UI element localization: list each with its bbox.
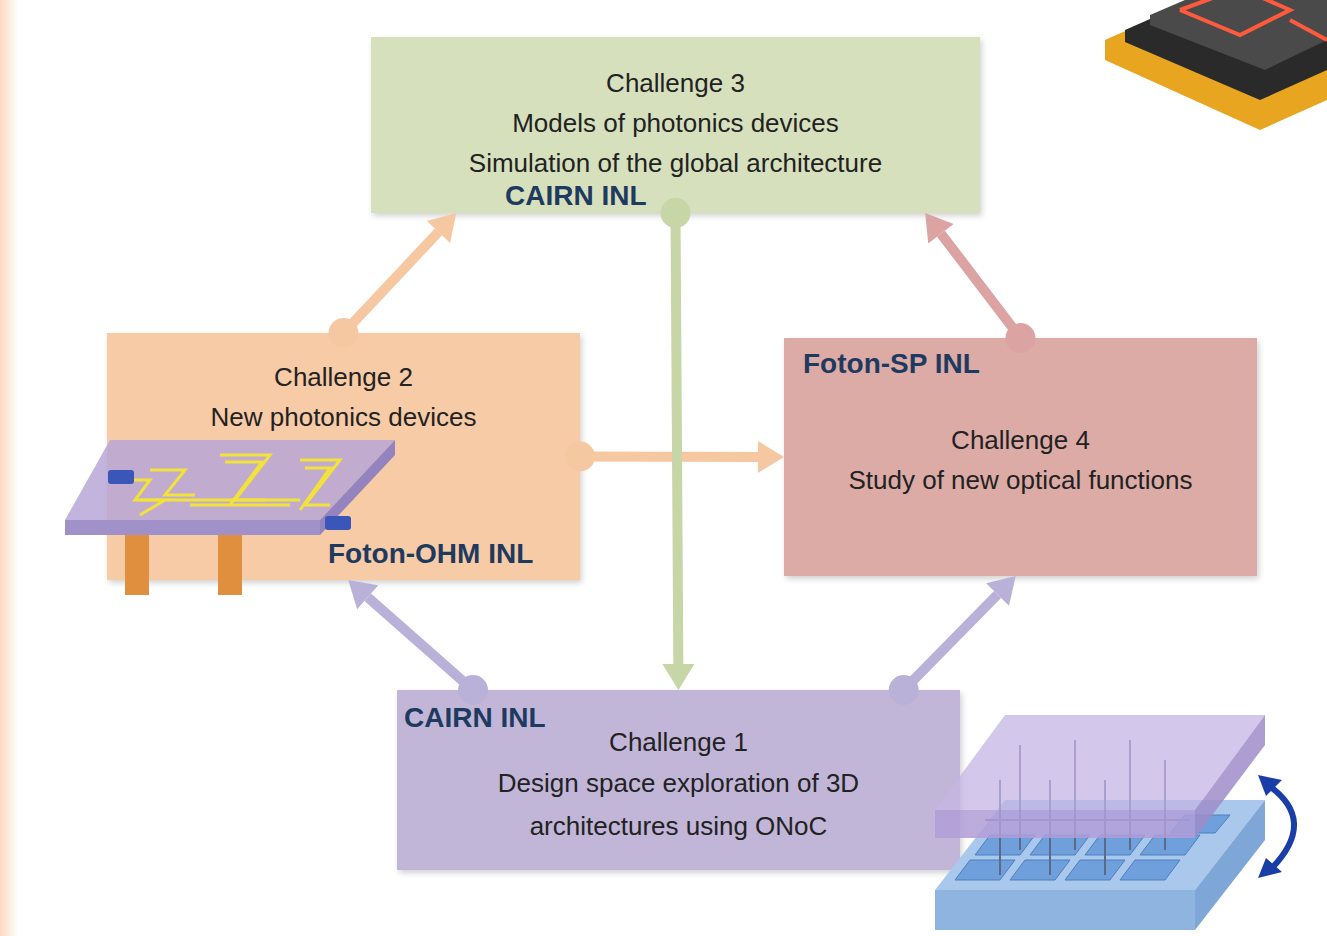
photonic-device [65, 440, 395, 595]
challenge-title: Challenge 4 [794, 424, 1247, 457]
arrow-origin-dot [565, 442, 595, 472]
flow-arrow [925, 213, 1035, 353]
arrow-head [758, 441, 784, 473]
challenge-description: New photonics devices [117, 401, 570, 434]
challenge-box: Foton-SP INL Challenge 4 Study of new opti… [784, 338, 1257, 576]
lab-name: CAIRN INL [505, 178, 647, 213]
arrow-shaft [904, 595, 998, 690]
arrow-origin-dot [661, 198, 691, 228]
3d-stack [935, 715, 1294, 930]
lab-name: Foton-SP INL [803, 346, 980, 381]
challenge-title: Challenge 1 [407, 726, 950, 759]
challenge-description: Simulation of the global architecture [381, 147, 970, 180]
arrow-shaft [368, 597, 473, 690]
arrow-shaft [676, 213, 679, 664]
challenge-description: Design space exploration of 3D architect… [459, 762, 899, 848]
challenge-title: Challenge 3 [381, 67, 970, 100]
arrow-shaft [941, 234, 1021, 338]
background-strip [0, 0, 18, 936]
flow-arrow [661, 198, 695, 690]
arrow-head [348, 580, 378, 609]
arrow-head [427, 213, 456, 243]
arrow-shaft [580, 452, 758, 462]
arrow-origin-dot [458, 675, 488, 705]
arrow-head [986, 576, 1016, 606]
lab-name: CAIRN INL [404, 700, 546, 735]
challenge-box: Challenge 3 Models of photonics devicesSi… [371, 37, 980, 213]
challenge-title: Challenge 2 [117, 361, 570, 394]
flow-arrow [889, 576, 1016, 705]
arrow-shaft [344, 232, 439, 333]
challenge-box: CAIRN INLChallenge 1Design space explora… [397, 690, 960, 870]
flow-arrow [348, 580, 488, 705]
challenge-description: Study of new optical functions [794, 464, 1247, 497]
challenge-description: Models of photonics devices [381, 107, 970, 140]
arrow-origin-dot [329, 318, 359, 348]
arrow-origin-dot [1006, 323, 1036, 353]
flow-arrow [329, 213, 457, 348]
lab-name: Foton-OHM INL [328, 536, 533, 571]
arrow-origin-dot [889, 675, 919, 705]
arrow-head [662, 664, 694, 690]
arrow-head [925, 213, 953, 243]
